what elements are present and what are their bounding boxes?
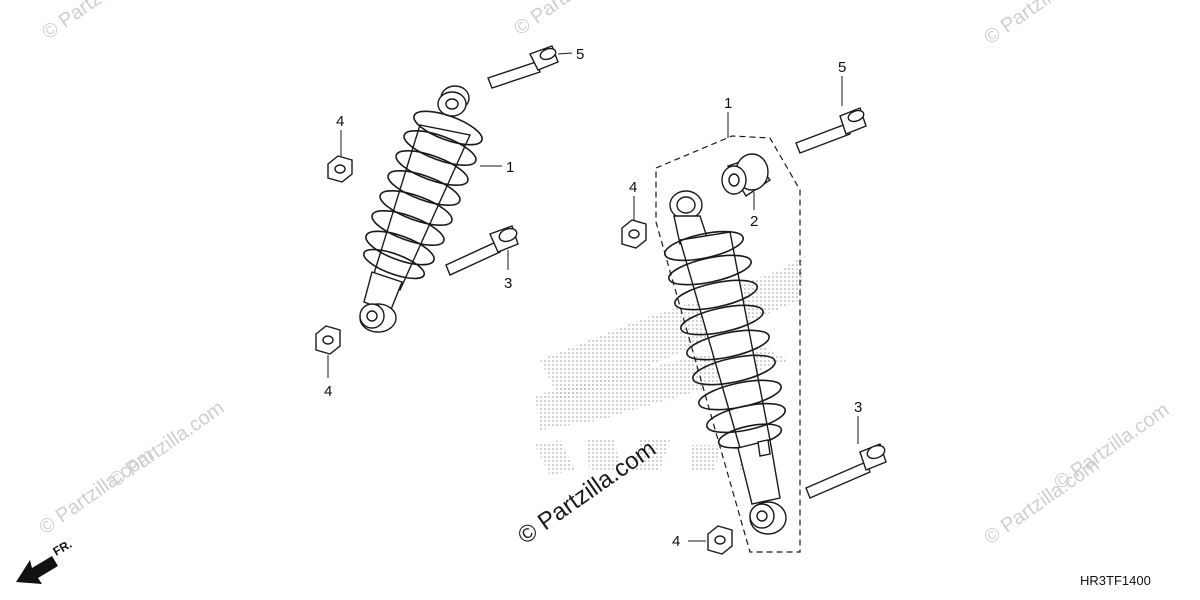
callout-right-top-bolt: 5 [838, 59, 846, 76]
leader-lines [327, 52, 859, 542]
callout-left-nut-top: 4 [336, 113, 344, 130]
watermark-top-right: © Partzilla.com [980, 0, 1103, 49]
right-shock-bottom-eye [749, 501, 787, 535]
right-bushing [721, 153, 772, 197]
callout-left-bottom-bolt: 3 [504, 275, 512, 292]
left-shock-bottom-eye [359, 303, 397, 333]
callout-left-nut-bottom: 4 [324, 383, 332, 400]
right-bottom-bolt [805, 443, 887, 499]
right-shock-top-eye [669, 190, 703, 220]
left-shock-spring [362, 110, 483, 280]
callout-right-nut-bottom: 4 [672, 533, 680, 550]
right-assembly-outline [655, 135, 801, 553]
callout-right-bottom-bolt: 3 [854, 399, 862, 416]
left-shock-absorber [359, 85, 483, 333]
left-top-bolt [487, 45, 559, 89]
watermark-mid-right: © Partzilla.com [1050, 399, 1173, 494]
left-nut-bottom [315, 325, 341, 355]
right-nut-bottom [707, 525, 733, 555]
callout-right-assembly: 1 [724, 95, 732, 112]
drawing-code: HR3TF1400 [1080, 573, 1151, 588]
arrow-down-left-icon [16, 556, 58, 584]
callout-right-bushing: 2 [750, 213, 758, 230]
right-nut-top [621, 219, 647, 249]
callout-right-nut-top: 4 [629, 179, 637, 196]
left-bottom-bolt [445, 225, 519, 276]
right-shock-spring [663, 230, 787, 449]
watermark-top-center: © Partzilla.com [510, 0, 633, 40]
right-top-bolt [795, 107, 867, 154]
callout-left-top-bolt: 5 [576, 46, 584, 63]
front-direction-indicator: FR. [16, 537, 74, 584]
watermark-top-left: © Partzilla.com [38, 0, 161, 44]
front-direction-label: FR. [51, 537, 75, 559]
center-watermark: © Partzilla.com [513, 435, 661, 550]
right-shock-absorber [663, 190, 787, 535]
watermark-mid-left: © Partzilla.com [105, 397, 228, 492]
left-shock-top-bushing [437, 85, 470, 117]
callout-left-shock: 1 [506, 159, 514, 176]
left-nut-top [327, 155, 353, 183]
